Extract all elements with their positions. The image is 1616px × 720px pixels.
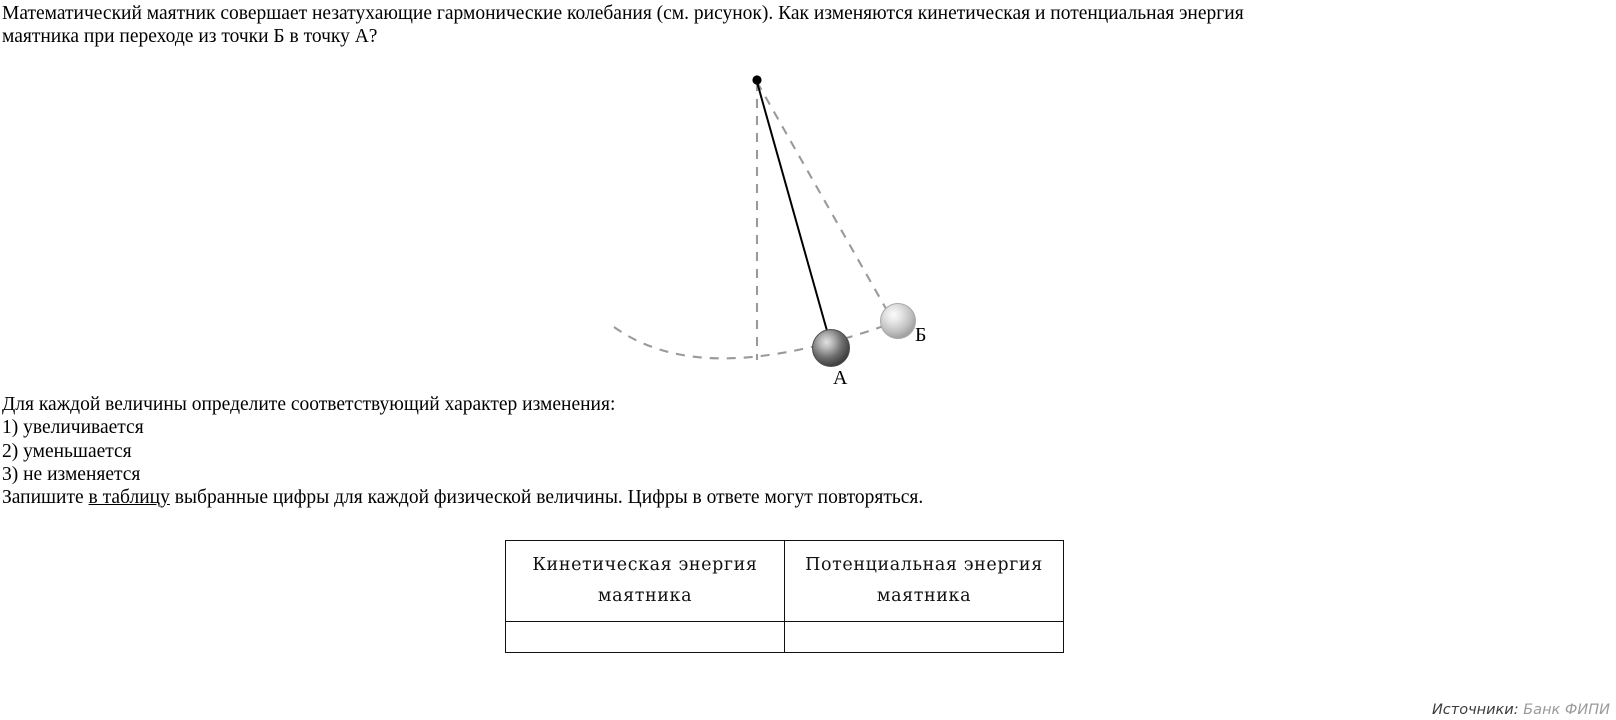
table-header-row: Кинетическая энергия маятника Потенциаль… bbox=[505, 540, 1064, 622]
table-header-potential-energy: Потенциальная энергия маятника bbox=[784, 540, 1064, 622]
pendulum-diagram: А Б bbox=[560, 55, 1000, 400]
question-line-2: маятника при переходе из точки Б в точку… bbox=[2, 26, 378, 47]
instructions-prompt: Для каждой величины определите соответст… bbox=[2, 394, 616, 415]
pendulum-rod bbox=[756, 81, 832, 346]
option-1: 1) увеличивается bbox=[2, 417, 144, 439]
final-text-before: Запишите bbox=[2, 487, 89, 509]
question-statement: Математический маятник совершает незатух… bbox=[2, 2, 1607, 48]
header-potential-line2: маятника bbox=[876, 586, 972, 606]
header-potential-line1: Потенциальная энергия bbox=[805, 555, 1043, 575]
figure-label-b: Б bbox=[915, 324, 927, 346]
instructions-block: Для каждой величины определите соответст… bbox=[2, 393, 1202, 509]
option-2: 2) уменьшается bbox=[2, 440, 132, 462]
source-label: Источники: bbox=[1431, 702, 1519, 718]
instructions-final: Запишите в таблицу выбранные цифры для к… bbox=[2, 486, 1202, 509]
table-header-kinetic-energy: Кинетическая энергия маятника bbox=[505, 540, 785, 622]
option-3: 3) не изменяется bbox=[2, 463, 141, 485]
table-answer-row[interactable] bbox=[505, 621, 1064, 653]
answer-cell-potential[interactable] bbox=[784, 621, 1064, 653]
source-footer: Источники: Банк ФИПИ bbox=[1432, 702, 1610, 718]
header-kinetic-line1: Кинетическая энергия bbox=[532, 555, 758, 575]
bob-b bbox=[880, 303, 916, 339]
header-kinetic-line2: маятника bbox=[597, 586, 693, 606]
figure-label-a: А bbox=[833, 367, 848, 389]
question-line-1: Математический маятник совершает незатух… bbox=[2, 3, 1244, 24]
dashed-rod-to-b bbox=[756, 81, 894, 322]
trajectory-arc bbox=[613, 320, 897, 360]
pivot-point bbox=[752, 75, 762, 85]
answer-table: Кинетическая энергия маятника Потенциаль… bbox=[505, 540, 1064, 653]
bob-a bbox=[812, 329, 850, 367]
final-text-underlined: в таблицу bbox=[88, 487, 170, 509]
source-value: Банк ФИПИ bbox=[1523, 702, 1610, 718]
pendulum-svg bbox=[613, 75, 916, 367]
answer-cell-kinetic[interactable] bbox=[505, 621, 785, 653]
final-text-after: выбранные цифры для каждой физической ве… bbox=[169, 487, 924, 509]
